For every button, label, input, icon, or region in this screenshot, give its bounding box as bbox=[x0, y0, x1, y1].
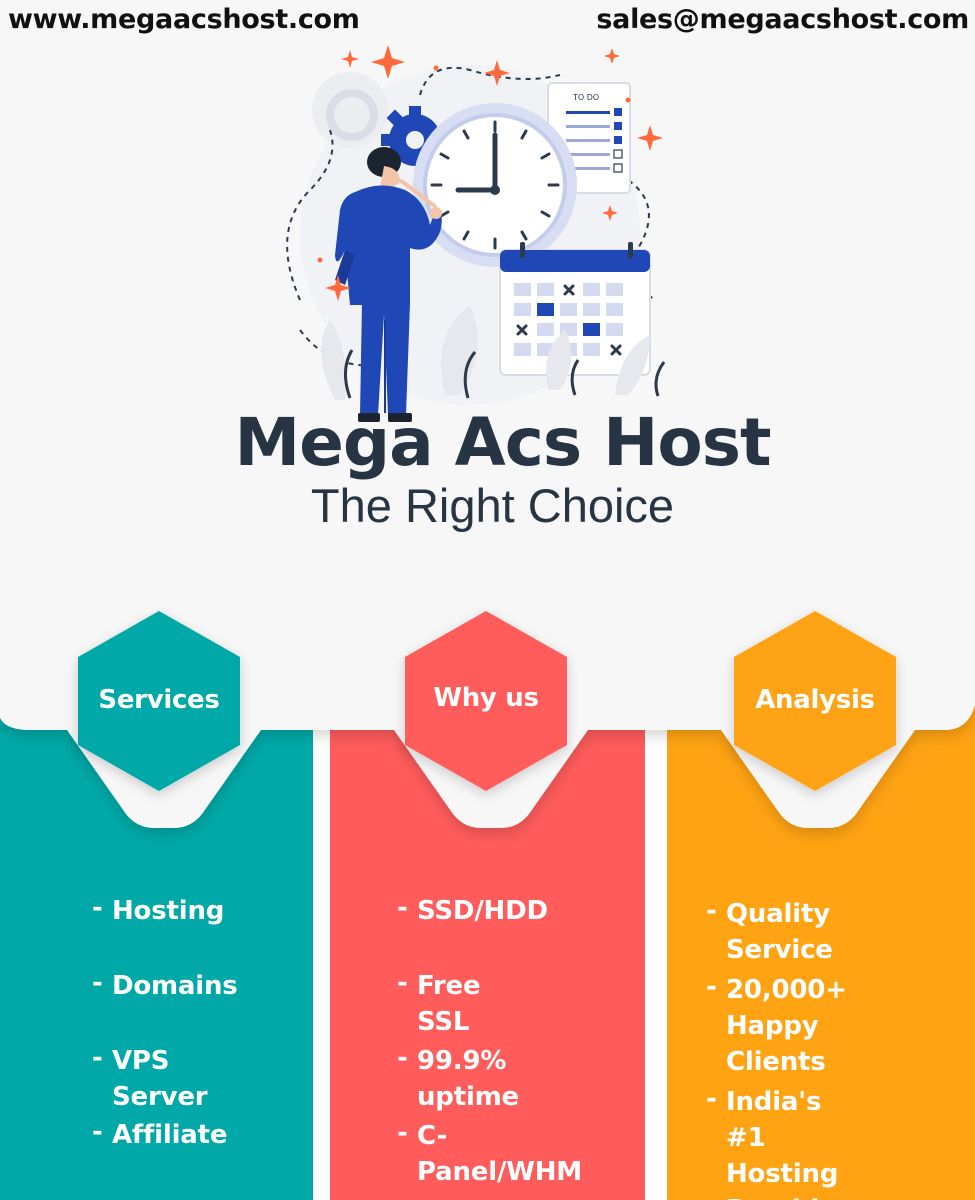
list-item: -Free SSL bbox=[397, 968, 481, 1040]
list-item-label: India's #1 Hosting Provider bbox=[726, 1087, 849, 1200]
list-item: -India's #1 Hosting Provider bbox=[706, 1084, 849, 1200]
person-illustration bbox=[335, 147, 442, 422]
list-item-label: 20,000+ Happy Clients bbox=[726, 975, 847, 1077]
list-item: -C-Panel/WHM bbox=[397, 1118, 582, 1190]
calendar-icon bbox=[499, 242, 651, 376]
todo-label: TO DO bbox=[572, 93, 599, 102]
hexagon-why-us bbox=[405, 611, 567, 791]
hero-illustration: TO DO bbox=[286, 45, 666, 422]
list-item: -20,000+ Happy Clients bbox=[706, 972, 847, 1080]
hexagon-analysis bbox=[734, 611, 896, 791]
clock-icon bbox=[413, 103, 577, 267]
services-heading: Services bbox=[98, 685, 220, 715]
hexagon-services bbox=[78, 611, 240, 791]
top-panel bbox=[0, 0, 975, 828]
email-address[interactable]: sales@megaacshost.com bbox=[596, 4, 969, 35]
why-us-heading: Why us bbox=[433, 683, 539, 713]
list-item: -SSD/HDD bbox=[397, 893, 548, 929]
list-item-label: 99.9% uptime bbox=[417, 1046, 519, 1112]
list-item-label: VPS Server bbox=[112, 1046, 208, 1112]
list-item-label: Hosting bbox=[112, 896, 225, 926]
brand-tagline: The Right Choice bbox=[310, 479, 675, 532]
list-item: -Affiliate bbox=[92, 1117, 227, 1153]
website-url[interactable]: www.megaacshost.com bbox=[8, 4, 360, 35]
hexagons bbox=[78, 611, 896, 791]
plant-icon bbox=[321, 305, 666, 400]
list-item-label: SSD/HDD bbox=[417, 896, 548, 926]
list-item-label: Affiliate bbox=[112, 1120, 228, 1150]
list-item-label: Free SSL bbox=[417, 971, 481, 1037]
list-item: -99.9% uptime bbox=[397, 1043, 519, 1115]
list-item: -Domains bbox=[92, 968, 238, 1004]
list-item: -VPS Server bbox=[92, 1043, 208, 1115]
analysis-heading: Analysis bbox=[755, 685, 875, 715]
sparkle-icon bbox=[317, 45, 663, 301]
list-item-label: C-Panel/WHM bbox=[417, 1121, 582, 1187]
list-item: -Quality Service bbox=[706, 896, 833, 968]
brand-title: Mega Acs Host bbox=[234, 404, 771, 481]
list-item-label: Quality Service bbox=[726, 899, 833, 965]
list-item: -Hosting bbox=[92, 893, 224, 929]
list-item-label: Domains bbox=[112, 971, 238, 1001]
